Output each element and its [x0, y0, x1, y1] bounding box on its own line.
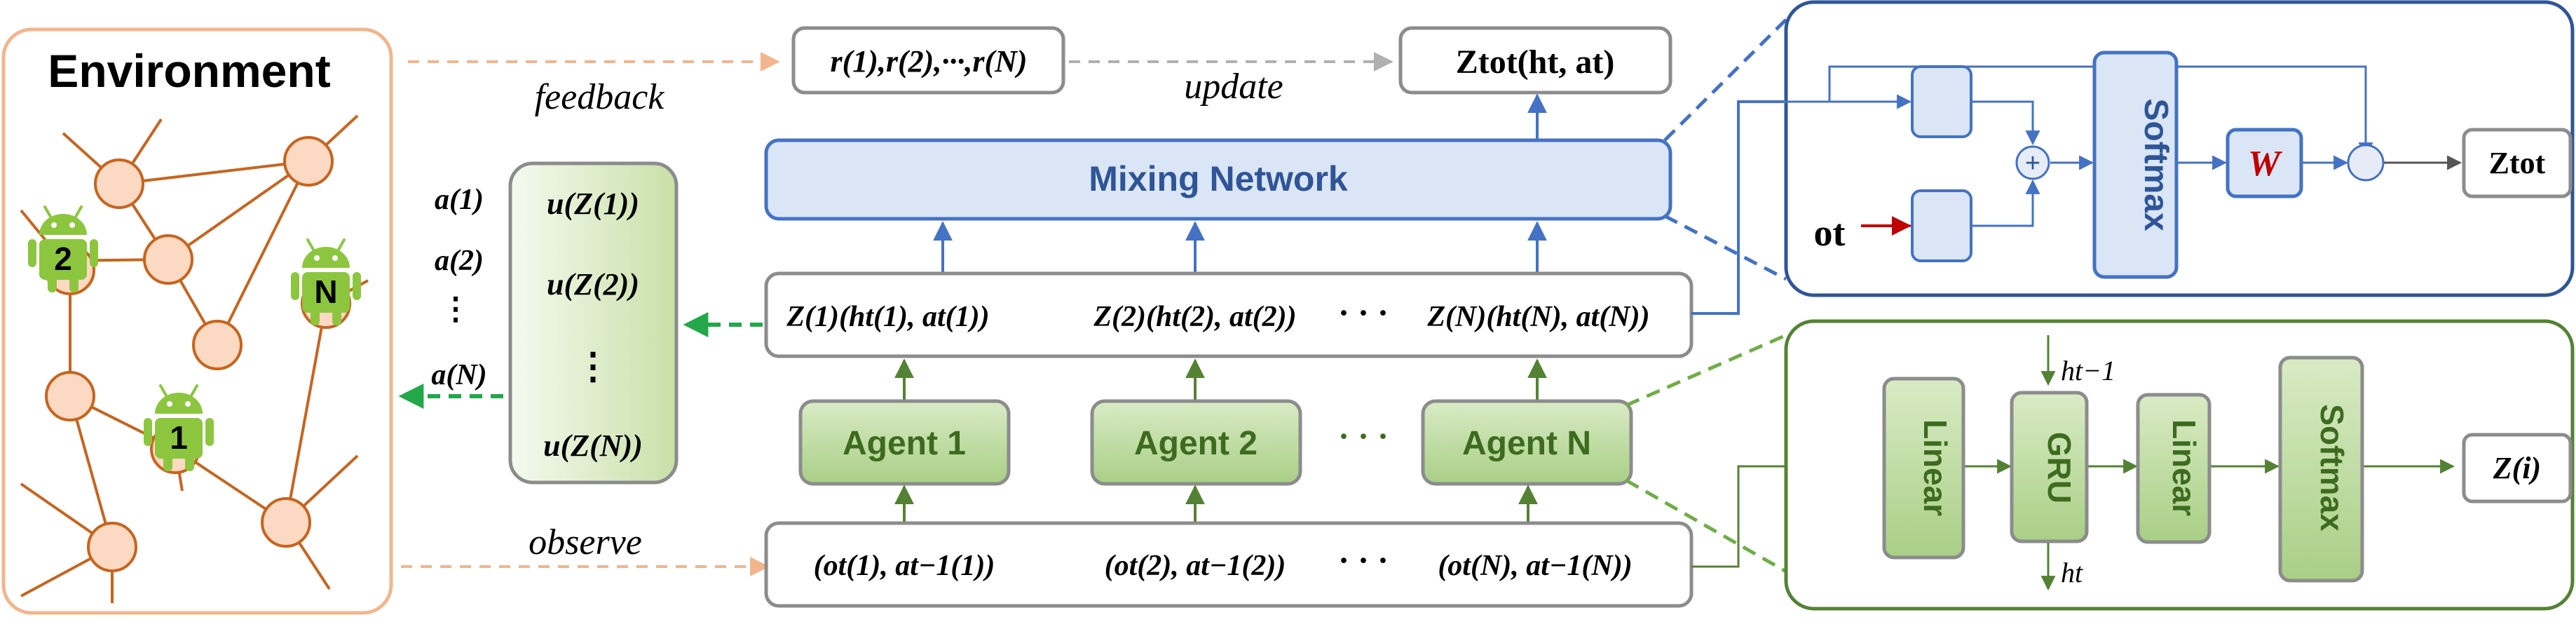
- multiply-node: [2347, 144, 2385, 182]
- mix-softmax-block: Softmax: [2092, 50, 2179, 279]
- agent-box-1: Agent 1: [798, 399, 1011, 486]
- android-agent-2: 2: [27, 205, 100, 294]
- utility-item-2: u(Z(2)): [547, 267, 639, 302]
- utility-item-1: u(Z(1)): [547, 187, 639, 221]
- agent-network-detail: Linear GRU Linear Softmax ht−1 ht: [1784, 319, 2575, 611]
- layer-gru: GRU: [2010, 391, 2089, 543]
- action-labels: a(1) a(2) ⋮ a(N): [431, 184, 486, 391]
- z-distribution-box: Z(1)(ht(1), at(1)) Z(2)(ht(2), at(2)) · …: [764, 271, 1694, 358]
- obs-to-agent-arrows: [894, 485, 1538, 522]
- sum-symbol: +: [2025, 149, 2040, 178]
- sum-node: +: [2015, 145, 2050, 180]
- agent-ellipsis: · · ·: [1338, 418, 1389, 455]
- ztot-box: Ztot(ht, at): [1398, 26, 1672, 95]
- z-item-2: Z(2)(ht(2), at(2)): [1093, 301, 1296, 333]
- zi-output-box: Z(i): [2462, 433, 2572, 503]
- environment-panel: Environment: [1, 27, 393, 615]
- environment-title: Environment: [48, 45, 330, 97]
- layer-gru-label: GRU: [2041, 432, 2078, 503]
- agent-label-2: Agent 2: [1134, 425, 1258, 462]
- observation-box: (ot(1), at−1(1)) (ot(2), at−1(2)) · · · …: [764, 521, 1694, 608]
- utility-dots: ⋮: [575, 347, 611, 387]
- agent-label-n: Agent N: [1462, 425, 1591, 462]
- agent-id-2: 2: [54, 241, 72, 277]
- layer-softmax: Softmax: [2278, 356, 2364, 583]
- layer-linear-1: Linear: [1882, 377, 1965, 560]
- h-prev-label: ht−1: [2061, 355, 2115, 386]
- zoom-connectors: [1625, 18, 1787, 574]
- z-to-mix-arrows: [933, 221, 1547, 273]
- agent-box-n: Agent N: [1421, 399, 1633, 486]
- ztot-output-box: Ztot: [2462, 128, 2572, 198]
- obs-item-n: (ot(N), at−1(N)): [1438, 550, 1632, 582]
- mixing-network-label: Mixing Network: [1089, 159, 1348, 198]
- ztot-label: Ztot(ht, at): [1456, 43, 1615, 81]
- obs-item-1: (ot(1), at−1(1)): [814, 550, 995, 582]
- mix-softmax-label: Softmax: [2137, 98, 2174, 231]
- obs-ellipsis: · · ·: [1338, 542, 1389, 579]
- update-label: update: [1184, 67, 1283, 107]
- layer-linear-2-label: Linear: [2166, 419, 2202, 516]
- agent-label-1: Agent 1: [843, 425, 966, 462]
- h-next-label: ht: [2061, 557, 2083, 588]
- mixing-network-box: Mixing Network: [764, 138, 1672, 221]
- agent-id-1: 1: [170, 419, 188, 456]
- action-2: a(2): [435, 245, 484, 277]
- ztot-output-label: Ztot: [2489, 146, 2546, 180]
- z-item-1: Z(1)(ht(1), at(1)): [786, 301, 989, 333]
- zi-output-label: Z(i): [2493, 451, 2541, 485]
- feedback-label: feedback: [535, 77, 665, 117]
- agent-to-z-arrows: [894, 358, 1547, 400]
- obs-item-2: (ot(2), at−1(2)): [1105, 550, 1286, 582]
- rewards-label: r(1),r(2),···,r(N): [830, 44, 1027, 79]
- mix-bottom-encoder: [1911, 189, 1972, 262]
- agent-box-2: Agent 2: [1090, 399, 1302, 486]
- z-ellipsis: · · ·: [1338, 295, 1389, 332]
- layer-linear-2: Linear: [2136, 393, 2212, 544]
- action-n: a(N): [431, 359, 486, 391]
- utility-box: u(Z(1)) u(Z(2)) ⋮ u(Z(N)): [508, 161, 679, 485]
- z-to-mixing-detail-line: [1691, 100, 1784, 315]
- layer-linear-1-label: Linear: [1917, 419, 1954, 516]
- observe-label: observe: [529, 522, 642, 562]
- action-dots: ⋮: [440, 292, 471, 326]
- ot-input-label: ot: [1814, 212, 1846, 254]
- weight-label: W: [2248, 144, 2283, 184]
- rewards-box: r(1),r(2),···,r(N): [791, 26, 1065, 95]
- utility-item-n: u(Z(N)): [543, 428, 643, 463]
- layer-softmax-label: Softmax: [2314, 404, 2350, 532]
- mix-top-encoder: [1911, 65, 1972, 138]
- agent-id-n: N: [314, 273, 337, 310]
- weight-block: W: [2226, 128, 2303, 198]
- z-item-n: Z(N)(ht(N), at(N)): [1426, 301, 1649, 333]
- action-1: a(1): [435, 184, 484, 216]
- mixing-network-detail: ot + Softmax W: [1784, 0, 2575, 297]
- android-agent-1: 1: [142, 384, 215, 473]
- android-agent-n: N: [289, 238, 362, 327]
